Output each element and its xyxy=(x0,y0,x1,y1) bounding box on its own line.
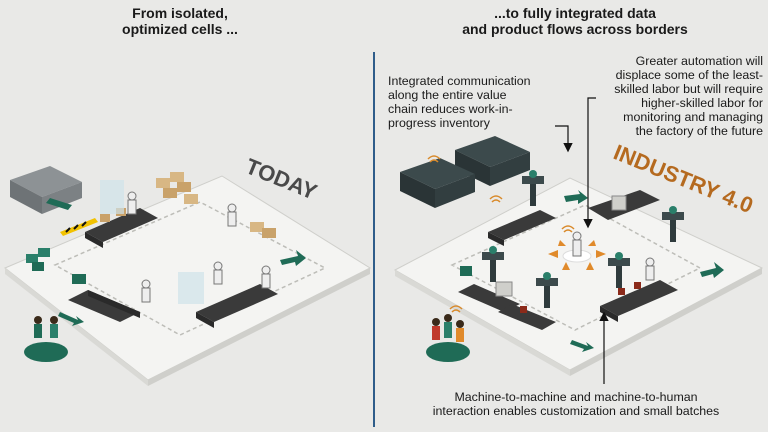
wifi-signal-icon xyxy=(489,195,503,203)
annotation-greater-automation: Greater automation will displace some of… xyxy=(585,54,763,138)
truck-icon xyxy=(455,136,530,186)
robot-arm-icon xyxy=(522,170,544,206)
truck-icon xyxy=(400,158,475,208)
worker-icon xyxy=(213,261,223,285)
box-stack-icon xyxy=(156,172,198,204)
worker-icon xyxy=(562,231,592,263)
annotation-line: Machine-to-machine and machine-to-human xyxy=(454,390,698,404)
flow-arrow-icon xyxy=(280,250,306,266)
robot-arm-icon xyxy=(662,206,684,242)
panel-divider xyxy=(373,52,375,427)
robot-arm-icon xyxy=(608,252,630,288)
annotation-line: Greater automation will xyxy=(635,54,763,68)
annotation-machine-to-machine: Machine-to-machine and machine-to-human … xyxy=(406,390,746,418)
conveyor-icon xyxy=(588,190,660,220)
worker-icon xyxy=(645,257,655,281)
orange-direction-arrows xyxy=(548,240,606,270)
right-title-line2: and product flows across borders xyxy=(462,21,688,37)
flow-arrow-icon xyxy=(570,340,594,352)
conveyor-icon xyxy=(196,284,278,328)
wifi-signal-icon xyxy=(449,305,463,313)
left-panel-title: From isolated, optimized cells ... xyxy=(60,5,300,37)
left-title-line1: From isolated, xyxy=(132,5,228,21)
box-stack-icon xyxy=(250,222,276,238)
flow-arrow-icon xyxy=(564,190,588,204)
box-stack-icon xyxy=(26,248,50,271)
workstation-cell xyxy=(178,272,204,304)
annotation-line: Integrated communication xyxy=(388,74,531,88)
flow-arrow-icon xyxy=(700,262,724,278)
conveyor-icon xyxy=(498,304,556,330)
robot-arm-icon xyxy=(482,246,504,282)
customer-group-icon xyxy=(426,314,470,362)
right-panel-title: ...to fully integrated data and product … xyxy=(430,5,720,37)
right-title-line1: ...to fully integrated data xyxy=(494,5,656,21)
wifi-signal-icon xyxy=(561,225,575,233)
worker-icon xyxy=(227,203,237,227)
annotation-line: chain reduces work-in- xyxy=(388,102,513,116)
flow-arrow-icon xyxy=(58,312,84,326)
wifi-signal-icon xyxy=(427,155,441,163)
conveyor-icon xyxy=(488,210,556,246)
annotation-line: the factory of the future xyxy=(635,124,763,138)
workstation-cell xyxy=(100,180,124,214)
hazard-stripe xyxy=(60,218,98,236)
conveyor-icon xyxy=(458,281,520,312)
conveyor-icon xyxy=(600,280,678,322)
robot-arm-icon xyxy=(536,272,558,308)
annotation-line: skilled labor but will require xyxy=(614,82,763,96)
customer-group-icon xyxy=(24,316,68,362)
annotation-integrated-communication: Integrated communication along the entir… xyxy=(388,74,568,130)
worker-icon xyxy=(261,265,271,289)
worker-icon xyxy=(127,191,137,215)
annotation-pointer-icon xyxy=(555,125,573,153)
box-stack-icon xyxy=(460,266,472,276)
annotation-line: displace some of the least- xyxy=(615,68,763,82)
worker-icon xyxy=(141,279,151,303)
annotation-line: along the entire value xyxy=(388,88,507,102)
inbound-arrow-icon xyxy=(46,198,72,210)
truck-icon xyxy=(10,166,82,214)
annotation-line: interaction enables customization and sm… xyxy=(432,404,720,418)
annotation-line: monitoring and managing xyxy=(623,110,763,124)
left-title-line2: optimized cells ... xyxy=(122,21,238,37)
annotation-line: higher-skilled labor for xyxy=(641,96,763,110)
annotation-pointer-icon xyxy=(583,97,596,229)
green-box-icon xyxy=(72,274,86,284)
annotation-line: progress inventory xyxy=(388,116,490,130)
conveyor-icon xyxy=(68,290,140,322)
